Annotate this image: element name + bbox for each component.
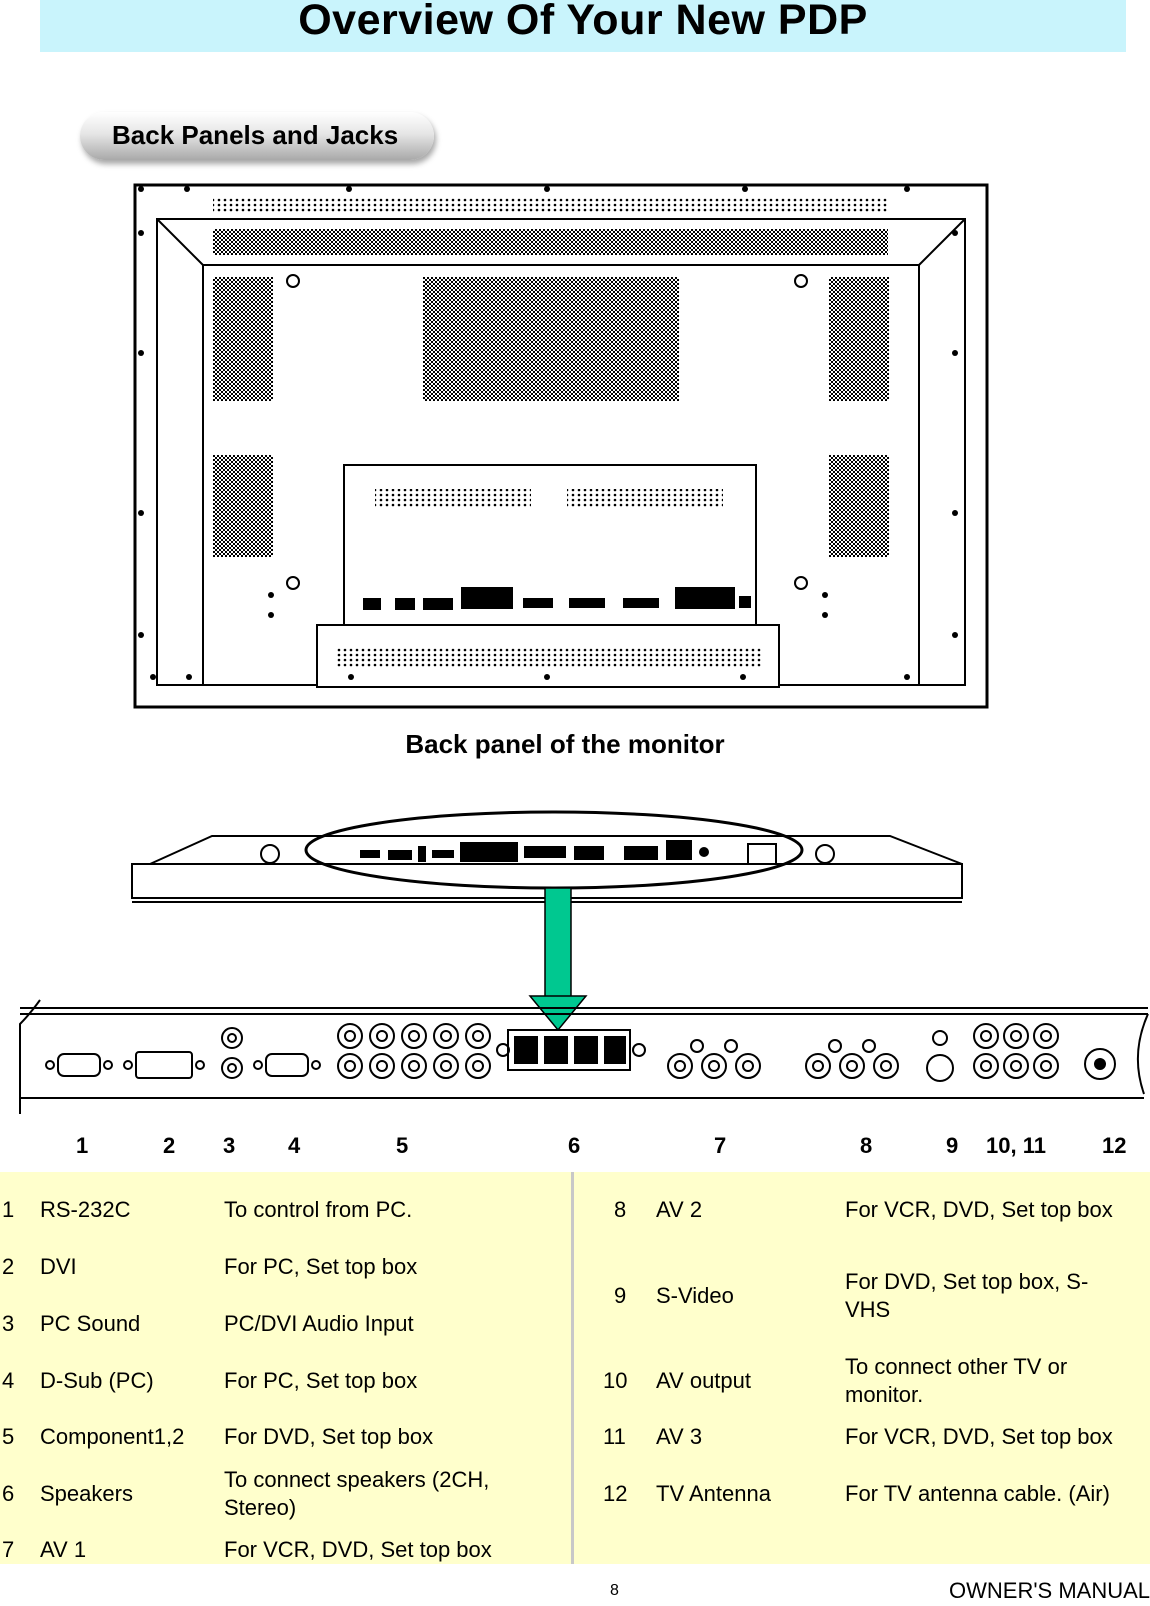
row-11-num: 11	[603, 1424, 626, 1449]
section-header: Back Panels and Jacks	[80, 112, 434, 160]
row-3-name: PC Sound	[40, 1311, 141, 1336]
row-11-desc: For VCR, DVD, Set top box	[845, 1424, 1113, 1449]
title-bar: Overview Of Your New PDP	[40, 0, 1126, 52]
jack-number-4: 4	[288, 1133, 301, 1158]
row-9-num: 9	[614, 1283, 627, 1308]
row-10-name: AV output	[656, 1368, 751, 1393]
row-4-desc: For PC, Set top box	[224, 1368, 418, 1393]
jack-number-5: 5	[396, 1133, 409, 1158]
jack-strip-illustration	[19, 999, 1149, 1114]
row-2-desc: For PC, Set top box	[224, 1254, 418, 1279]
row-6-name: Speakers	[40, 1481, 133, 1506]
row-6-desc: To connect speakers (2CH, Stereo)	[224, 1467, 490, 1520]
row-2-name: DVI	[40, 1254, 77, 1279]
row-9-desc: For DVD, Set top box, S-VHS	[845, 1269, 1089, 1322]
row-12-desc: For TV antenna cable. (Air)	[845, 1481, 1110, 1506]
bottom-edge-illustration	[131, 810, 963, 1032]
page-number: 8	[610, 1582, 619, 1599]
row-8-desc: For VCR, DVD, Set top box	[845, 1197, 1113, 1222]
jack-number-2: 2	[163, 1133, 176, 1158]
jack-number-10-11: 10, 11	[986, 1133, 1046, 1158]
row-4-name: D-Sub (PC)	[40, 1368, 154, 1393]
row-5-desc: For DVD, Set top box	[224, 1424, 434, 1449]
section-label: Back Panels and Jacks	[112, 120, 399, 150]
jack-number-1: 1	[76, 1133, 89, 1158]
row-5-name: Component1,2	[40, 1424, 185, 1449]
jack-number-8: 8	[860, 1133, 873, 1158]
row-7-num: 7	[2, 1537, 15, 1562]
row-11-name: AV 3	[656, 1424, 703, 1449]
row-3-num: 3	[2, 1311, 15, 1336]
row-1-num: 1	[2, 1197, 15, 1222]
row-1-desc: To control from PC.	[224, 1197, 413, 1222]
row-12-name: TV Antenna	[656, 1481, 771, 1506]
page-title: Overview Of Your New PDP	[298, 0, 868, 44]
row-7-name: AV 1	[40, 1537, 87, 1562]
row-10-desc: To connect other TV or monitor.	[845, 1354, 1068, 1407]
row-1-name: RS-232C	[40, 1197, 131, 1222]
row-3-desc: PC/DVI Audio Input	[224, 1311, 414, 1336]
row-8-name: AV 2	[656, 1197, 703, 1222]
jack-number-3: 3	[223, 1133, 236, 1158]
manual-label: OWNER'S MANUAL	[949, 1578, 1150, 1603]
row-7-desc: For VCR, DVD, Set top box	[224, 1537, 492, 1562]
row-8-num: 8	[614, 1197, 627, 1222]
row-2-num: 2	[2, 1254, 15, 1279]
jack-number-12: 12	[1102, 1133, 1127, 1158]
back-panel-illustration	[133, 183, 989, 709]
row-12-num: 12	[603, 1481, 628, 1506]
row-5-num: 5	[2, 1424, 15, 1449]
row-6-num: 6	[2, 1481, 15, 1506]
table-divider	[571, 1172, 574, 1564]
jack-number-6: 6	[568, 1133, 581, 1158]
jack-number-7: 7	[714, 1133, 727, 1158]
row-10-num: 10	[603, 1368, 628, 1393]
jack-table	[0, 1172, 1150, 1564]
row-4-num: 4	[2, 1368, 15, 1393]
figure-caption: Back panel of the monitor	[405, 729, 725, 759]
row-9-name: S-Video	[656, 1283, 734, 1308]
jack-number-9: 9	[946, 1133, 959, 1158]
